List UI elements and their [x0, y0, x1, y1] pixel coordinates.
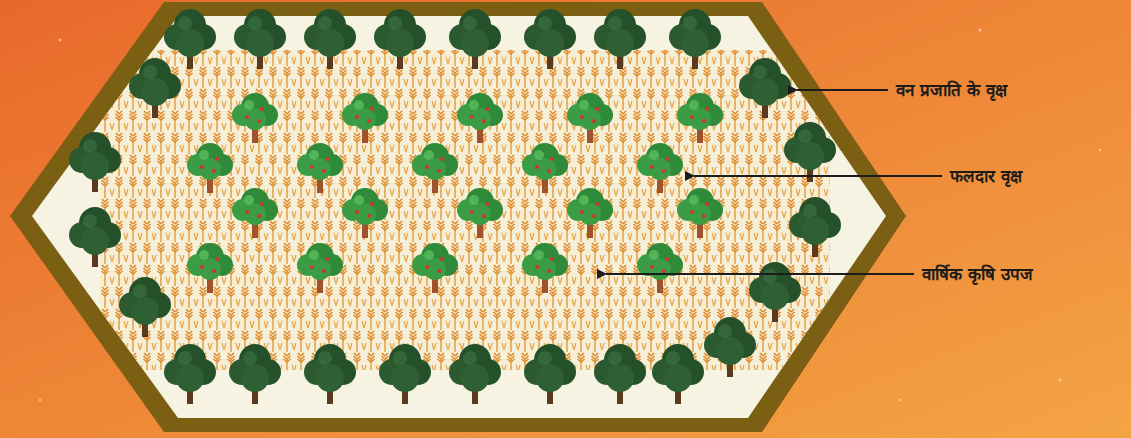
leader-line	[797, 89, 888, 91]
callout-label: वार्षिक कृषि उपज	[922, 264, 1033, 284]
leader-line	[606, 273, 914, 275]
callout-label: फलदार वृक्ष	[950, 166, 1022, 186]
leader-line	[694, 175, 942, 177]
callout-label: वन प्रजाति के वृक्ष	[896, 80, 1007, 100]
